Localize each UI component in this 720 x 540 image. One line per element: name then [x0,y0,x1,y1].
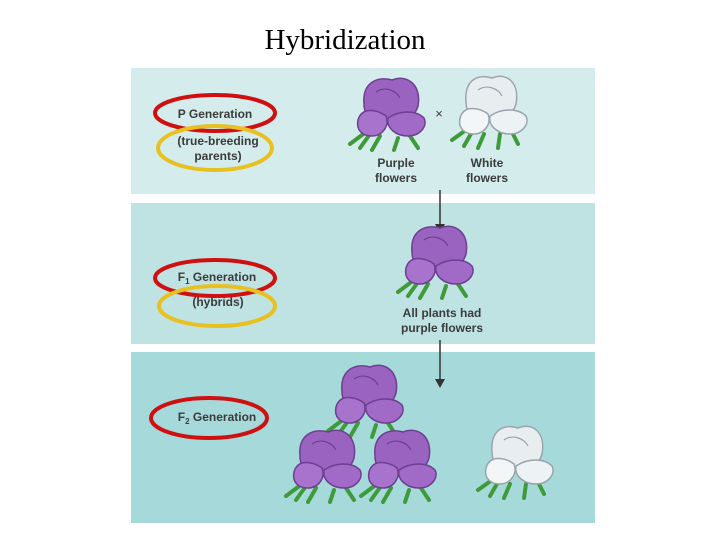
p-generation-label: P Generation [177,107,253,121]
f1-generation-band [131,203,595,344]
p-generation-note: (true-breeding parents) [177,134,259,163]
f1-letter: F [177,270,186,284]
f2-purple-flower-2 [284,428,364,504]
f1-purple-flower [396,224,476,300]
cross-symbol: × [435,106,443,121]
f2-generation-highlight [149,396,269,440]
f1-rest: Generation [189,270,257,284]
purple-flowers-label: Purple flowers [374,156,417,185]
f1-result-label: All plants had purple flowers [400,306,483,335]
f2-generation-label: F2 Generation [162,410,272,426]
slide-title: Hybridization [264,24,426,56]
f2-letter: F [177,410,186,424]
white-flowers-label: White flowers [465,156,508,185]
p-generation-note-highlight [156,124,274,172]
arrow-f1-to-f2 [435,340,445,388]
p-generation-highlight [153,93,277,133]
f2-purple-flower-3 [359,428,439,504]
f1-generation-note-highlight [157,284,277,328]
f2-subscript: 2 [185,417,190,426]
f2-white-flower [476,424,556,500]
f1-generation-label: F1 Generation [162,270,272,286]
purple-parent-flower [348,76,428,152]
f2-purple-flower-1 [326,363,406,439]
white-parent-flower [450,74,530,150]
f1-subscript: 1 [185,277,190,286]
f2-rest: Generation [189,410,257,424]
f1-generation-highlight [153,258,277,298]
f1-generation-note: (hybrids) [192,295,244,309]
